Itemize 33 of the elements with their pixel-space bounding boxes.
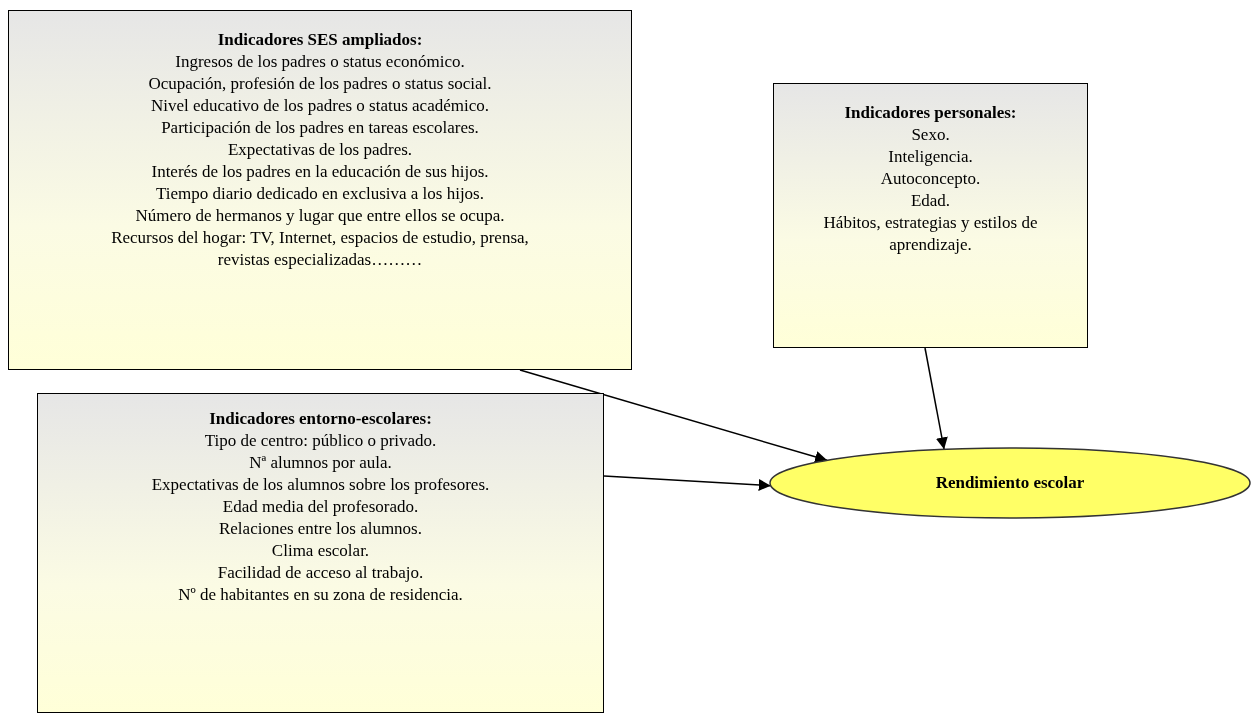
arrow [603,475,772,491]
list-item-text: Nivel educativo de los padres o status académico. [151,95,489,117]
list-item-text: Clima escolar. [271,540,370,562]
list-item-text: Tipo de centro: público o privado. [204,430,437,452]
list-item-text: Expectativas de los padres. [227,139,413,161]
list-item-text: Sexo. [911,124,950,146]
list-item-text: Número de hermanos y lugar que entre ellos se ocupa. [135,205,505,227]
list-item-text: Ingresos de los padres o status económico. [175,51,465,73]
ellipse-node [770,448,1250,518]
list-item-text: Participación de los padres en tareas escolares. [161,117,479,139]
arrow [519,369,828,463]
arrow [924,347,948,451]
list-item-text: Relaciones entre los alumnos. [219,518,422,540]
list-item-text: Expectativas de los alumnos sobre los profesores. [151,474,490,496]
list-item-text: Interés de los padres en la educación de sus hijos. [151,161,489,183]
heading-text: Indicadores personales: [844,102,1017,124]
list-item-text: Facilidad de acceso al trabajo. [217,562,424,584]
list-item-text: Autoconcepto. [880,168,981,190]
heading-text: Indicadores entorno-escolares: [209,408,432,430]
list-item-text: Ocupación, profesión de los padres o status social. [148,73,492,95]
text-box [8,10,632,370]
list-item-text: Tiempo diario dedicado en exclusiva a los hijos. [156,183,484,205]
list-item-text: Hábitos, estrategias y estilos de aprendizaje. [822,212,1039,256]
list-item-text: Inteligencia. [888,146,973,168]
text-box [773,83,1088,348]
list-item-text: Nº de habitantes en su zona de residencia. [178,584,463,606]
list-item-text: Nª alumnos por aula. [249,452,392,474]
text-box [37,393,604,713]
heading-text: Indicadores SES ampliados: [217,29,423,51]
list-item-text: Recursos del hogar: TV, Internet, espacios de estudio, prensa, revistas especializadas……… [110,227,530,271]
list-item-text: Edad. [910,190,951,212]
list-item-text: Edad media del profesorado. [222,496,419,518]
heading-text: Rendimiento escolar [935,472,1085,494]
